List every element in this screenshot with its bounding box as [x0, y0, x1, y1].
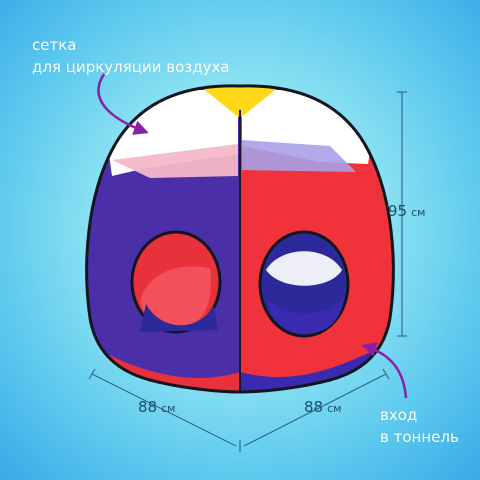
tunnel-entrance-left: [130, 230, 222, 334]
tunnel-pointer-arrow: [361, 342, 408, 399]
mesh-caption-line-1: сетка: [32, 36, 77, 54]
mesh-caption-line-2: для циркуляции воздуха: [32, 58, 230, 76]
width-right-dimension-line: [243, 373, 387, 447]
tunnel-caption: вход в тоннель: [380, 404, 459, 448]
width-right-unit: см: [327, 402, 342, 415]
mesh-pointer-arrow: [97, 73, 149, 135]
tunnel-caption-line-1: вход: [380, 406, 418, 424]
height-unit: см: [411, 206, 426, 219]
width-right-value: 88: [304, 398, 324, 416]
tunnel-entrance-right: [258, 230, 350, 338]
height-value: 95: [388, 202, 408, 220]
width-left-value: 88: [138, 398, 158, 416]
tunnel-caption-line-2: в тоннель: [380, 428, 459, 446]
width-left-dimension-line: [91, 373, 237, 447]
mesh-caption: сетка для циркуляции воздуха: [32, 34, 230, 78]
width-left-unit: см: [161, 402, 176, 415]
